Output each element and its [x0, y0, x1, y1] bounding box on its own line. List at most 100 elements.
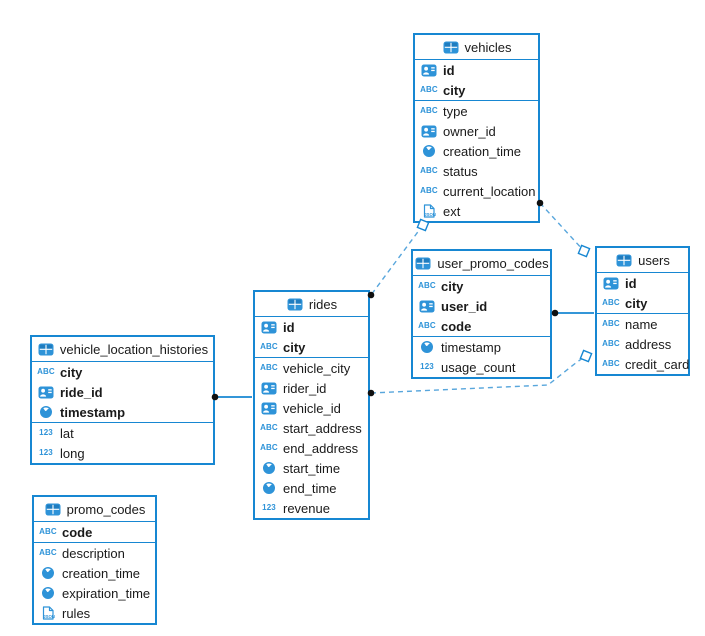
id-icon [37, 386, 55, 399]
number-icon: 123 [262, 503, 276, 512]
column-row[interactable]: id [597, 273, 688, 293]
column-row[interactable]: JSON rules [34, 603, 155, 623]
column-name: user_id [441, 298, 488, 314]
column-row[interactable]: rider_id [255, 378, 368, 398]
column-row[interactable]: expiration_time [34, 583, 155, 603]
text-icon: ABC [37, 367, 55, 376]
column-row[interactable]: id [255, 317, 368, 337]
table-header[interactable]: user_promo_codes [413, 251, 550, 276]
text-icon: ABC [260, 363, 278, 372]
text-icon: ABC [420, 106, 438, 115]
text-icon: ABC [602, 339, 620, 348]
text-icon: ABC [260, 342, 278, 351]
column-row[interactable]: vehicle_id [255, 398, 368, 418]
column-name: code [441, 318, 472, 334]
time-icon [39, 586, 57, 600]
column-name: id [625, 275, 637, 291]
svg-text:JSON: JSON [424, 212, 436, 217]
id-icon [602, 277, 620, 290]
text-icon: ABC [602, 319, 620, 328]
column-row[interactable]: ride_id [32, 382, 213, 402]
relation-vehicles-rides[interactable] [370, 224, 424, 296]
column-row[interactable]: creation_time [34, 563, 155, 583]
column-row[interactable]: ABC address [597, 334, 688, 354]
id-icon [260, 321, 278, 334]
table-icon [44, 503, 62, 516]
text-icon: ABC [418, 281, 436, 290]
svg-text:JSON: JSON [43, 614, 55, 619]
column-row[interactable]: timestamp [413, 337, 550, 357]
relation-vehicles-users[interactable] [539, 202, 585, 252]
json-icon: JSON [39, 606, 57, 620]
table-header[interactable]: rides [255, 292, 368, 317]
column-row[interactable]: owner_id [415, 121, 538, 141]
table-header[interactable]: vehicles [415, 35, 538, 60]
time-icon [418, 340, 436, 354]
column-name: ride_id [60, 384, 103, 400]
column-row[interactable]: user_id [413, 296, 550, 316]
column-name: city [60, 364, 83, 380]
column-name: lat [60, 425, 74, 441]
column-row[interactable]: ABC city [32, 362, 213, 382]
table-header[interactable]: promo_codes [34, 497, 155, 522]
column-name: rules [62, 605, 91, 621]
column-row[interactable]: timestamp [32, 402, 213, 422]
number-icon: 123 [420, 362, 434, 371]
time-icon [39, 566, 57, 580]
text-icon: ABC [39, 548, 57, 557]
table-header[interactable]: vehicle_location_histories [32, 337, 213, 362]
number-icon: 123 [39, 448, 53, 457]
table-header[interactable]: users [597, 248, 688, 273]
time-icon [260, 481, 278, 495]
json-icon: JSON [420, 204, 438, 218]
column-row[interactable]: JSON ext [415, 201, 538, 221]
text-icon: ABC [602, 359, 620, 368]
column-name: ext [443, 203, 461, 219]
column-name: id [443, 62, 455, 78]
text-icon: ABC [260, 423, 278, 432]
table-title: vehicle_location_histories [59, 341, 209, 357]
table-title: promo_codes [66, 501, 146, 517]
column-row[interactable]: end_time [255, 478, 368, 498]
column-name: address [625, 336, 672, 352]
column-row[interactable]: creation_time [415, 141, 538, 161]
column-row[interactable]: 123 long [32, 443, 213, 463]
id-icon [260, 402, 278, 415]
text-icon: ABC [39, 527, 57, 536]
column-row[interactable]: id [415, 60, 538, 80]
column-name: long [60, 445, 85, 461]
text-icon: ABC [420, 85, 438, 94]
text-icon: ABC [420, 186, 438, 195]
time-icon [37, 405, 55, 419]
column-name: city [625, 295, 648, 311]
column-row[interactable]: start_time [255, 458, 368, 478]
id-icon [418, 300, 436, 313]
